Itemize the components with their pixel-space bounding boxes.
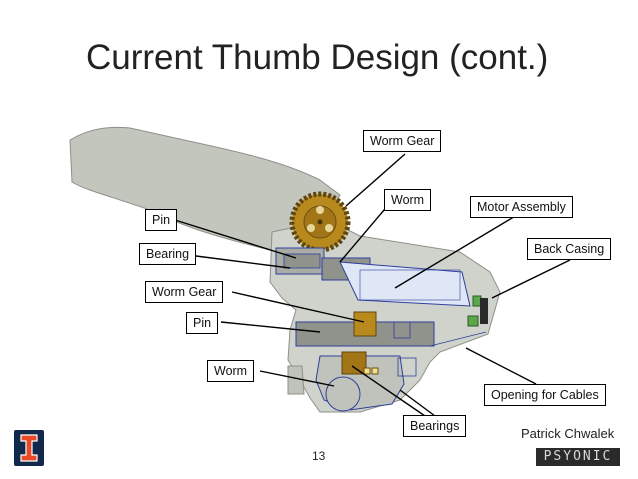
slide-title: Current Thumb Design (cont.) [86,38,549,77]
label-worm-gear-top: Worm Gear [363,130,442,152]
lower-knob-circle [325,376,361,412]
label-worm-top: Worm [384,189,432,211]
author-name: Patrick Chwalek [521,426,615,441]
label-opening-for-cables: Opening for Cables [484,384,606,406]
bearing-small-1 [363,367,371,375]
block-i-icon [20,434,38,462]
lower-knob [287,365,305,395]
worm-lower [341,351,367,375]
psyonic-logo: PSYONIC [536,448,620,466]
label-worm-bottom: Worm [207,360,255,382]
label-worm-gear-left: Worm Gear [145,281,224,303]
label-back-casing: Back Casing [527,238,612,260]
label-bearing: Bearing [139,243,197,265]
label-pin-top: Pin [145,209,178,231]
connector-green-1 [472,295,482,307]
page-number: 13 [312,449,326,463]
worm-gear-lower [353,311,377,337]
bearing-small-2 [371,367,379,375]
label-motor-assembly: Motor Assembly [470,196,573,218]
label-bearings: Bearings [403,415,467,437]
university-logo [14,430,44,466]
label-pin-left: Pin [186,312,219,334]
motor-assembly [339,261,471,307]
connector-green-2 [467,315,479,327]
